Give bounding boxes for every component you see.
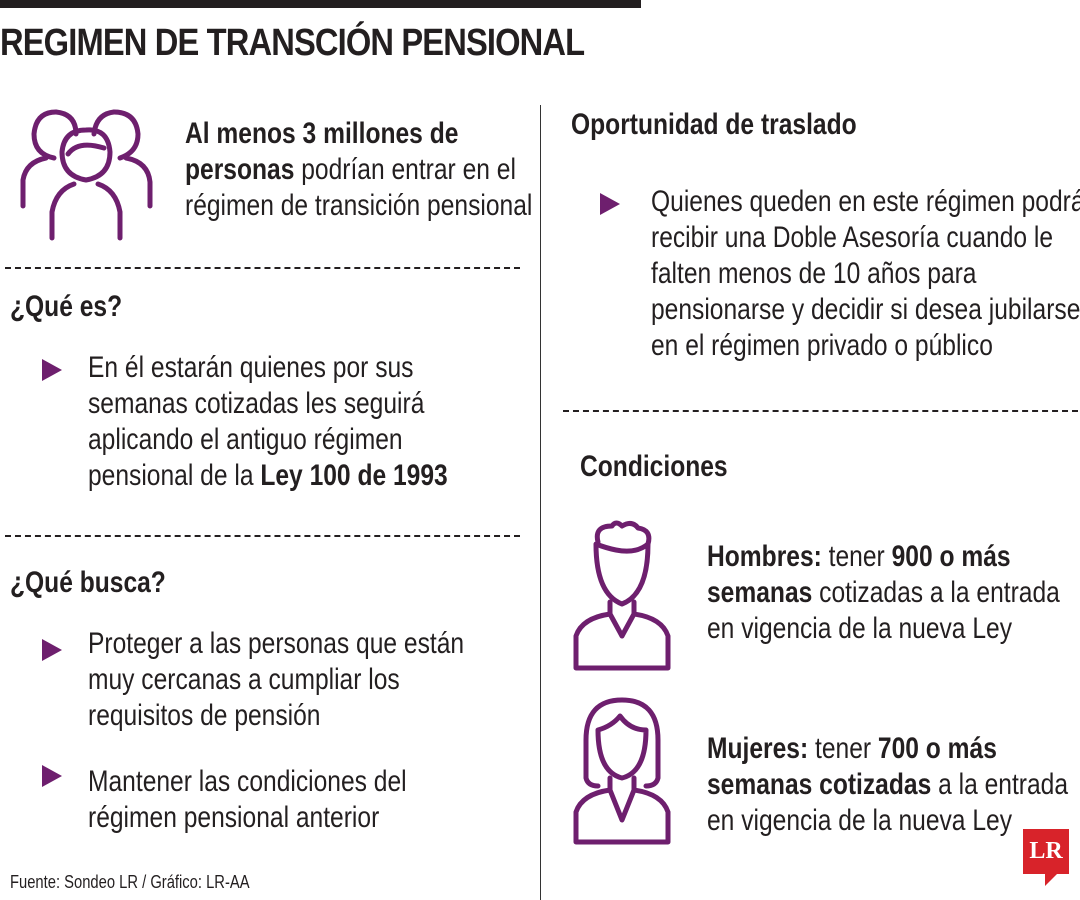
arrow-bullet-icon (42, 765, 62, 787)
top-rule (0, 0, 641, 8)
text-line: Quienes queden en este régimen podrán (651, 185, 1080, 218)
hombres-number: 900 o más (891, 540, 1011, 573)
text-line: recibir una Doble Asesoría cuando le (651, 221, 1054, 254)
mujeres-text: Mujeres: tener 700 o más semanas cotizad… (707, 731, 1068, 839)
que-es-heading: ¿Qué es? (10, 290, 123, 323)
mujeres-label: Mujeres: (707, 732, 809, 765)
intro-line2-rest: podrían entrar en el (294, 153, 516, 186)
lr-logo: LR (1023, 829, 1069, 874)
intro-text: Al menos 3 millones de personas podrían … (185, 116, 532, 224)
people-group-icon (20, 109, 153, 241)
text-line: requisitos de pensión (88, 699, 321, 732)
text-line: en vigencia de la nueva Ley (707, 804, 1013, 837)
text-bold: semanas cotizadas (707, 768, 932, 801)
que-es-text: En él estarán quienes por sus semanas co… (88, 350, 448, 494)
hombres-text: Hombres: tener 900 o más semanas cotizad… (707, 539, 1060, 647)
divider-dashed (563, 410, 1078, 412)
arrow-bullet-icon (600, 193, 620, 215)
text-line: cotizadas a la entrada (812, 576, 1060, 609)
arrow-bullet-icon (42, 359, 62, 381)
text-line: en vigencia de la nueva Ley (707, 612, 1013, 645)
woman-icon (573, 697, 671, 845)
text-line: aplicando el antiguo régimen (88, 423, 403, 456)
que-busca-heading: ¿Qué busca? (10, 566, 166, 599)
traslado-text: Quienes queden en este régimen podrán re… (651, 184, 1080, 364)
que-busca-item: Proteger a las personas que están muy ce… (88, 626, 464, 734)
text-line: Proteger a las personas que están (88, 627, 465, 660)
intro-line2-bold: personas (185, 153, 295, 186)
ley-bold: Ley 100 de 1993 (260, 459, 448, 492)
page-title: REGIMEN DE TRANSCIÓN PENSIONAL (0, 22, 585, 64)
divider-dashed (5, 267, 520, 269)
text-line: en el régimen privado o público (651, 329, 993, 362)
text-line: muy cercanas a cumpliar los (88, 663, 400, 696)
source-note: Fuente: Sondeo LR / Gráfico: LR-AA (10, 872, 250, 892)
text-line: semanas cotizadas les seguirá (88, 387, 425, 420)
text-line: En él estarán quienes por sus (88, 351, 414, 384)
text-line: régimen pensional anterior (88, 801, 380, 834)
traslado-heading: Oportunidad de traslado (571, 108, 857, 141)
text-line: falten menos de 10 años para (651, 257, 977, 290)
text-bold: semanas (707, 576, 813, 609)
mujeres-number: 700 o más (877, 732, 997, 765)
condiciones-heading: Condiciones (580, 450, 728, 483)
intro-line1: Al menos 3 millones de (185, 117, 459, 150)
lr-logo-tail (1045, 874, 1057, 886)
text-line: tener (821, 540, 892, 573)
text-line: a la entrada (931, 768, 1069, 801)
hombres-label: Hombres: (707, 540, 822, 573)
text-line: tener (808, 732, 878, 765)
text-line: pensional de la (88, 459, 261, 492)
text-line: pensionarse y decidir si desea jubilarse (651, 293, 1080, 326)
que-busca-item: Mantener las condiciones del régimen pen… (88, 764, 407, 836)
text-line: Mantener las condiciones del (88, 765, 407, 798)
divider-vertical (540, 105, 541, 900)
divider-dashed (5, 535, 520, 537)
intro-line3: régimen de transición pensional (185, 189, 533, 222)
arrow-bullet-icon (42, 639, 62, 661)
man-icon (573, 520, 671, 671)
